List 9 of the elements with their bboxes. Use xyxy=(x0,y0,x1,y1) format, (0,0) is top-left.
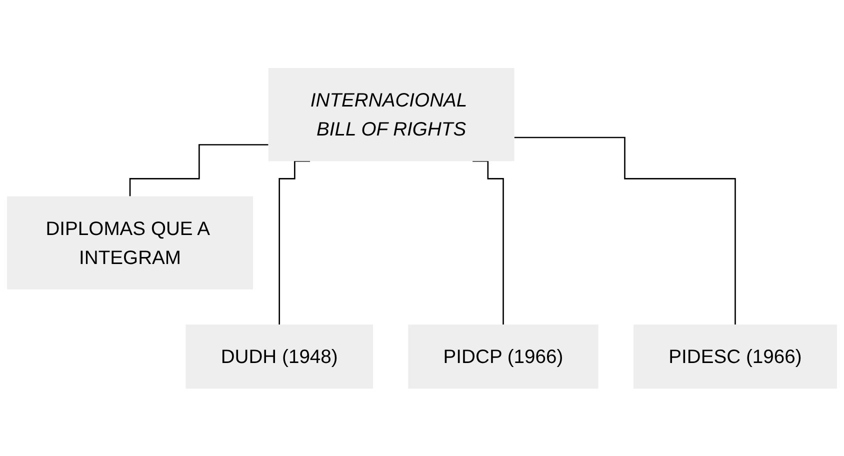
connector xyxy=(514,136,736,325)
node-box: DUDH (1948) xyxy=(186,324,373,388)
node-box: INTERNACIONAL BILL OF RIGHTS xyxy=(268,68,514,161)
connector xyxy=(129,144,268,197)
node-box: PIDESC (1966) xyxy=(634,324,837,388)
node-box: DIPLOMAS QUE A INTEGRAM xyxy=(7,196,253,290)
connector xyxy=(278,160,310,325)
node-box: PIDCP (1966) xyxy=(408,324,598,388)
connector xyxy=(472,160,504,325)
